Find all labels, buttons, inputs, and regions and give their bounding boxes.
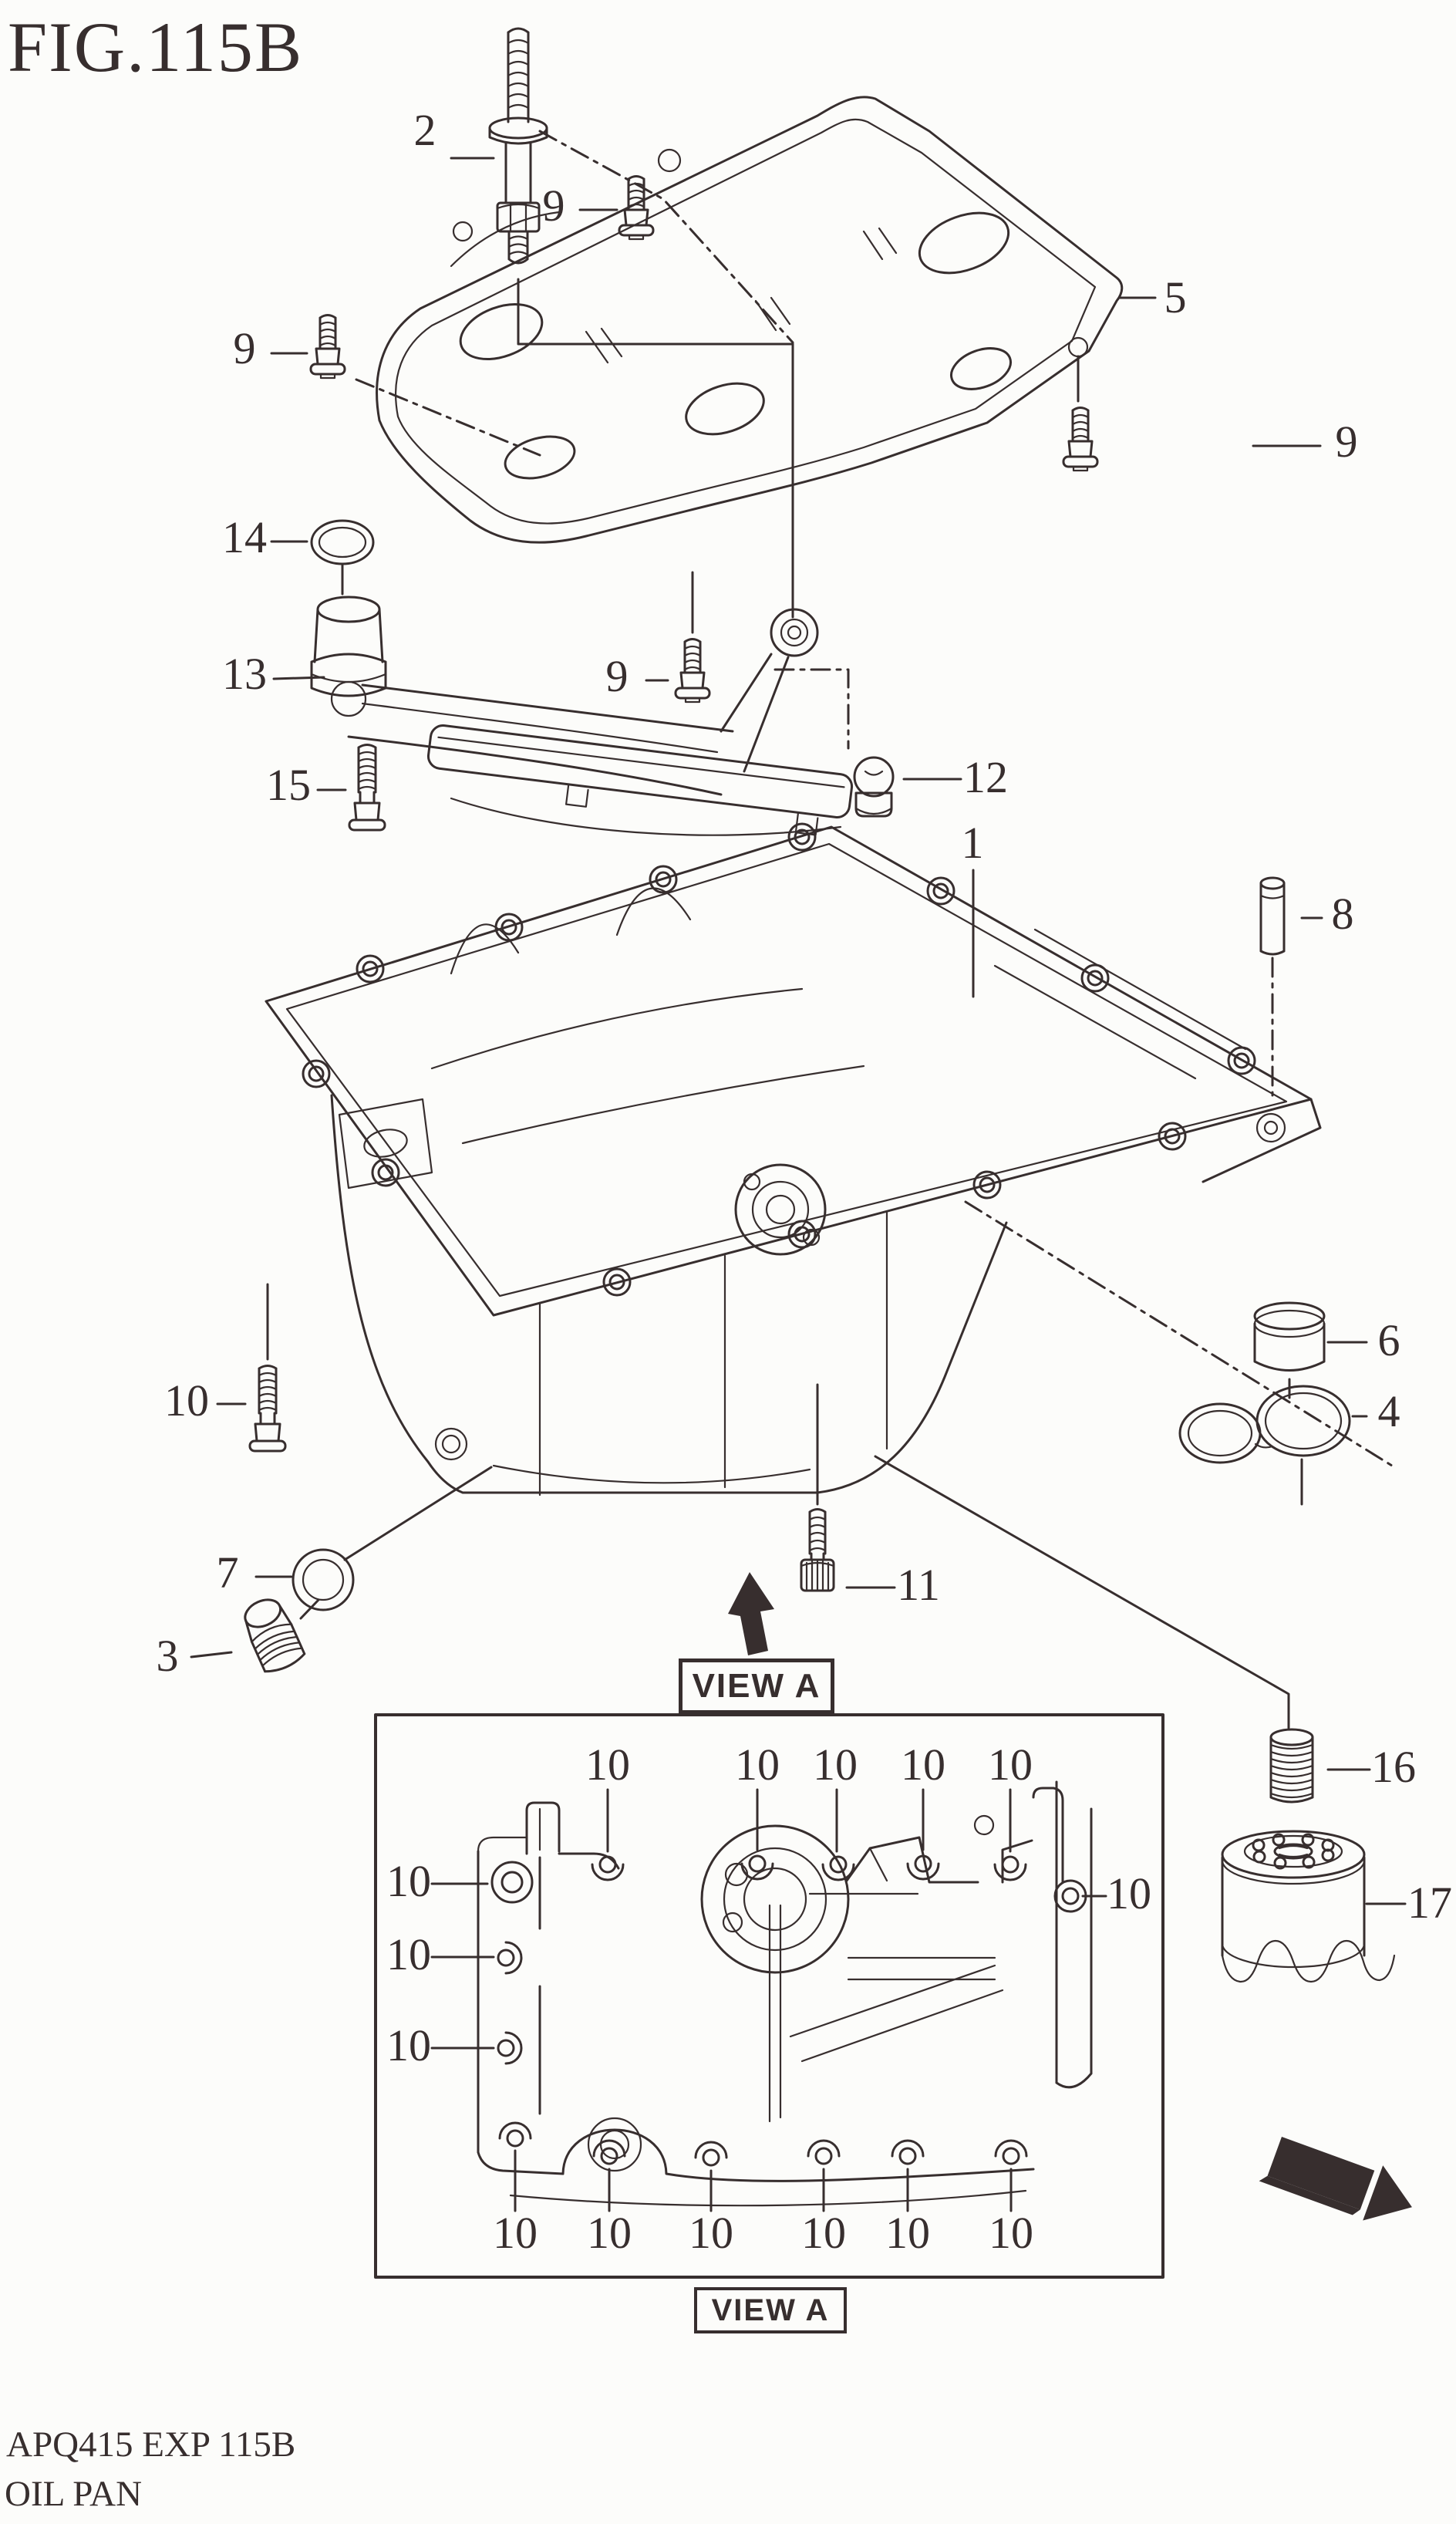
view-a-label-top: VIEW A	[679, 1658, 834, 1714]
part-callout-10: 10	[585, 1739, 630, 1790]
part-callout-8: 8	[1331, 889, 1354, 940]
part-callout-10: 10	[988, 1739, 1033, 1790]
o-ring-14	[310, 519, 375, 565]
part-callout-9: 9	[542, 181, 565, 231]
part-callout-10: 10	[386, 1856, 431, 1907]
part-callout-13: 13	[222, 649, 267, 700]
oil-strainer-13	[310, 596, 854, 836]
part-callout-16: 16	[1371, 1742, 1416, 1793]
part-callout-7: 7	[216, 1547, 239, 1598]
part-callout-15: 15	[266, 760, 311, 811]
part-callout-10: 10	[386, 2020, 431, 2071]
pan-bottom-view	[430, 1780, 1107, 2212]
part-callout-10: 10	[901, 1739, 945, 1790]
hidden-lines	[355, 130, 1394, 1467]
part-callout-10: 10	[587, 2208, 632, 2259]
part-callout-10: 10	[386, 1929, 431, 1980]
part-callout-10: 10	[885, 2208, 930, 2259]
part-callout-10: 10	[989, 2208, 1033, 2259]
footer-name: OIL PAN	[5, 2474, 143, 2514]
grommet-12	[853, 756, 895, 818]
view-a-text: VIEW A	[711, 2293, 830, 2327]
part-callout-10: 10	[735, 1739, 780, 1790]
part-callout-6: 6	[1377, 1315, 1400, 1366]
part-callout-2: 2	[413, 105, 436, 156]
part-callout-10: 10	[689, 2208, 733, 2259]
part-callout-17: 17	[1407, 1878, 1452, 1928]
drain-washer-7	[292, 1548, 355, 1611]
gasket-rings-4	[1178, 1385, 1351, 1464]
rim-bolt-holes	[302, 822, 1256, 1297]
bolt-15	[348, 744, 386, 832]
union-bolt-16	[1269, 1728, 1314, 1804]
view-a-detail-box	[374, 1713, 1164, 2279]
view-pointer-arrow	[728, 1572, 774, 1655]
leader-lines	[190, 157, 1407, 1905]
drain-plug-3	[244, 1598, 306, 1673]
bolt-10	[248, 1365, 287, 1453]
fwd-arrow: FWD	[1259, 2137, 1412, 2221]
part-callout-10: 10	[1107, 1868, 1151, 1919]
part-callout-10: 10	[813, 1739, 858, 1790]
dowel-pin-8	[1259, 876, 1286, 956]
bolt-11	[800, 1508, 835, 1592]
stud-bolt-2	[488, 27, 548, 265]
view-leader-lines	[430, 1788, 1107, 2212]
part-callout-9: 9	[233, 323, 256, 374]
part-callout-9: 9	[1335, 417, 1358, 467]
part-callout-14: 14	[222, 512, 267, 563]
view-a-text: VIEW A	[692, 1667, 821, 1705]
part-callout-10: 10	[493, 2208, 538, 2259]
part-callout-1: 1	[961, 818, 984, 869]
bolt-9-strainer	[674, 638, 711, 704]
bolt-9-left	[309, 314, 346, 380]
part-callout-10: 10	[801, 2208, 846, 2259]
figure-title: FIG.115B	[8, 8, 304, 86]
footer-code: APQ415 EXP 115B	[6, 2424, 296, 2465]
part-callout-3: 3	[156, 1631, 179, 1682]
baffle-plate-5	[376, 96, 1124, 544]
oil-filter-17	[1221, 1830, 1396, 1983]
part-callout-11: 11	[897, 1560, 940, 1611]
plug-cup-6	[1253, 1301, 1326, 1372]
part-callout-9: 9	[605, 651, 629, 702]
view-a-label-bottom: VIEW A	[694, 2287, 847, 2333]
oil-pan-1	[265, 822, 1322, 1497]
part-callout-5: 5	[1164, 272, 1187, 323]
view-bolt-holes	[490, 1854, 1087, 2167]
part-callout-10: 10	[164, 1375, 209, 1426]
part-callout-12: 12	[963, 752, 1008, 803]
bolt-9-right	[1062, 407, 1099, 472]
part-callout-4: 4	[1377, 1386, 1400, 1437]
